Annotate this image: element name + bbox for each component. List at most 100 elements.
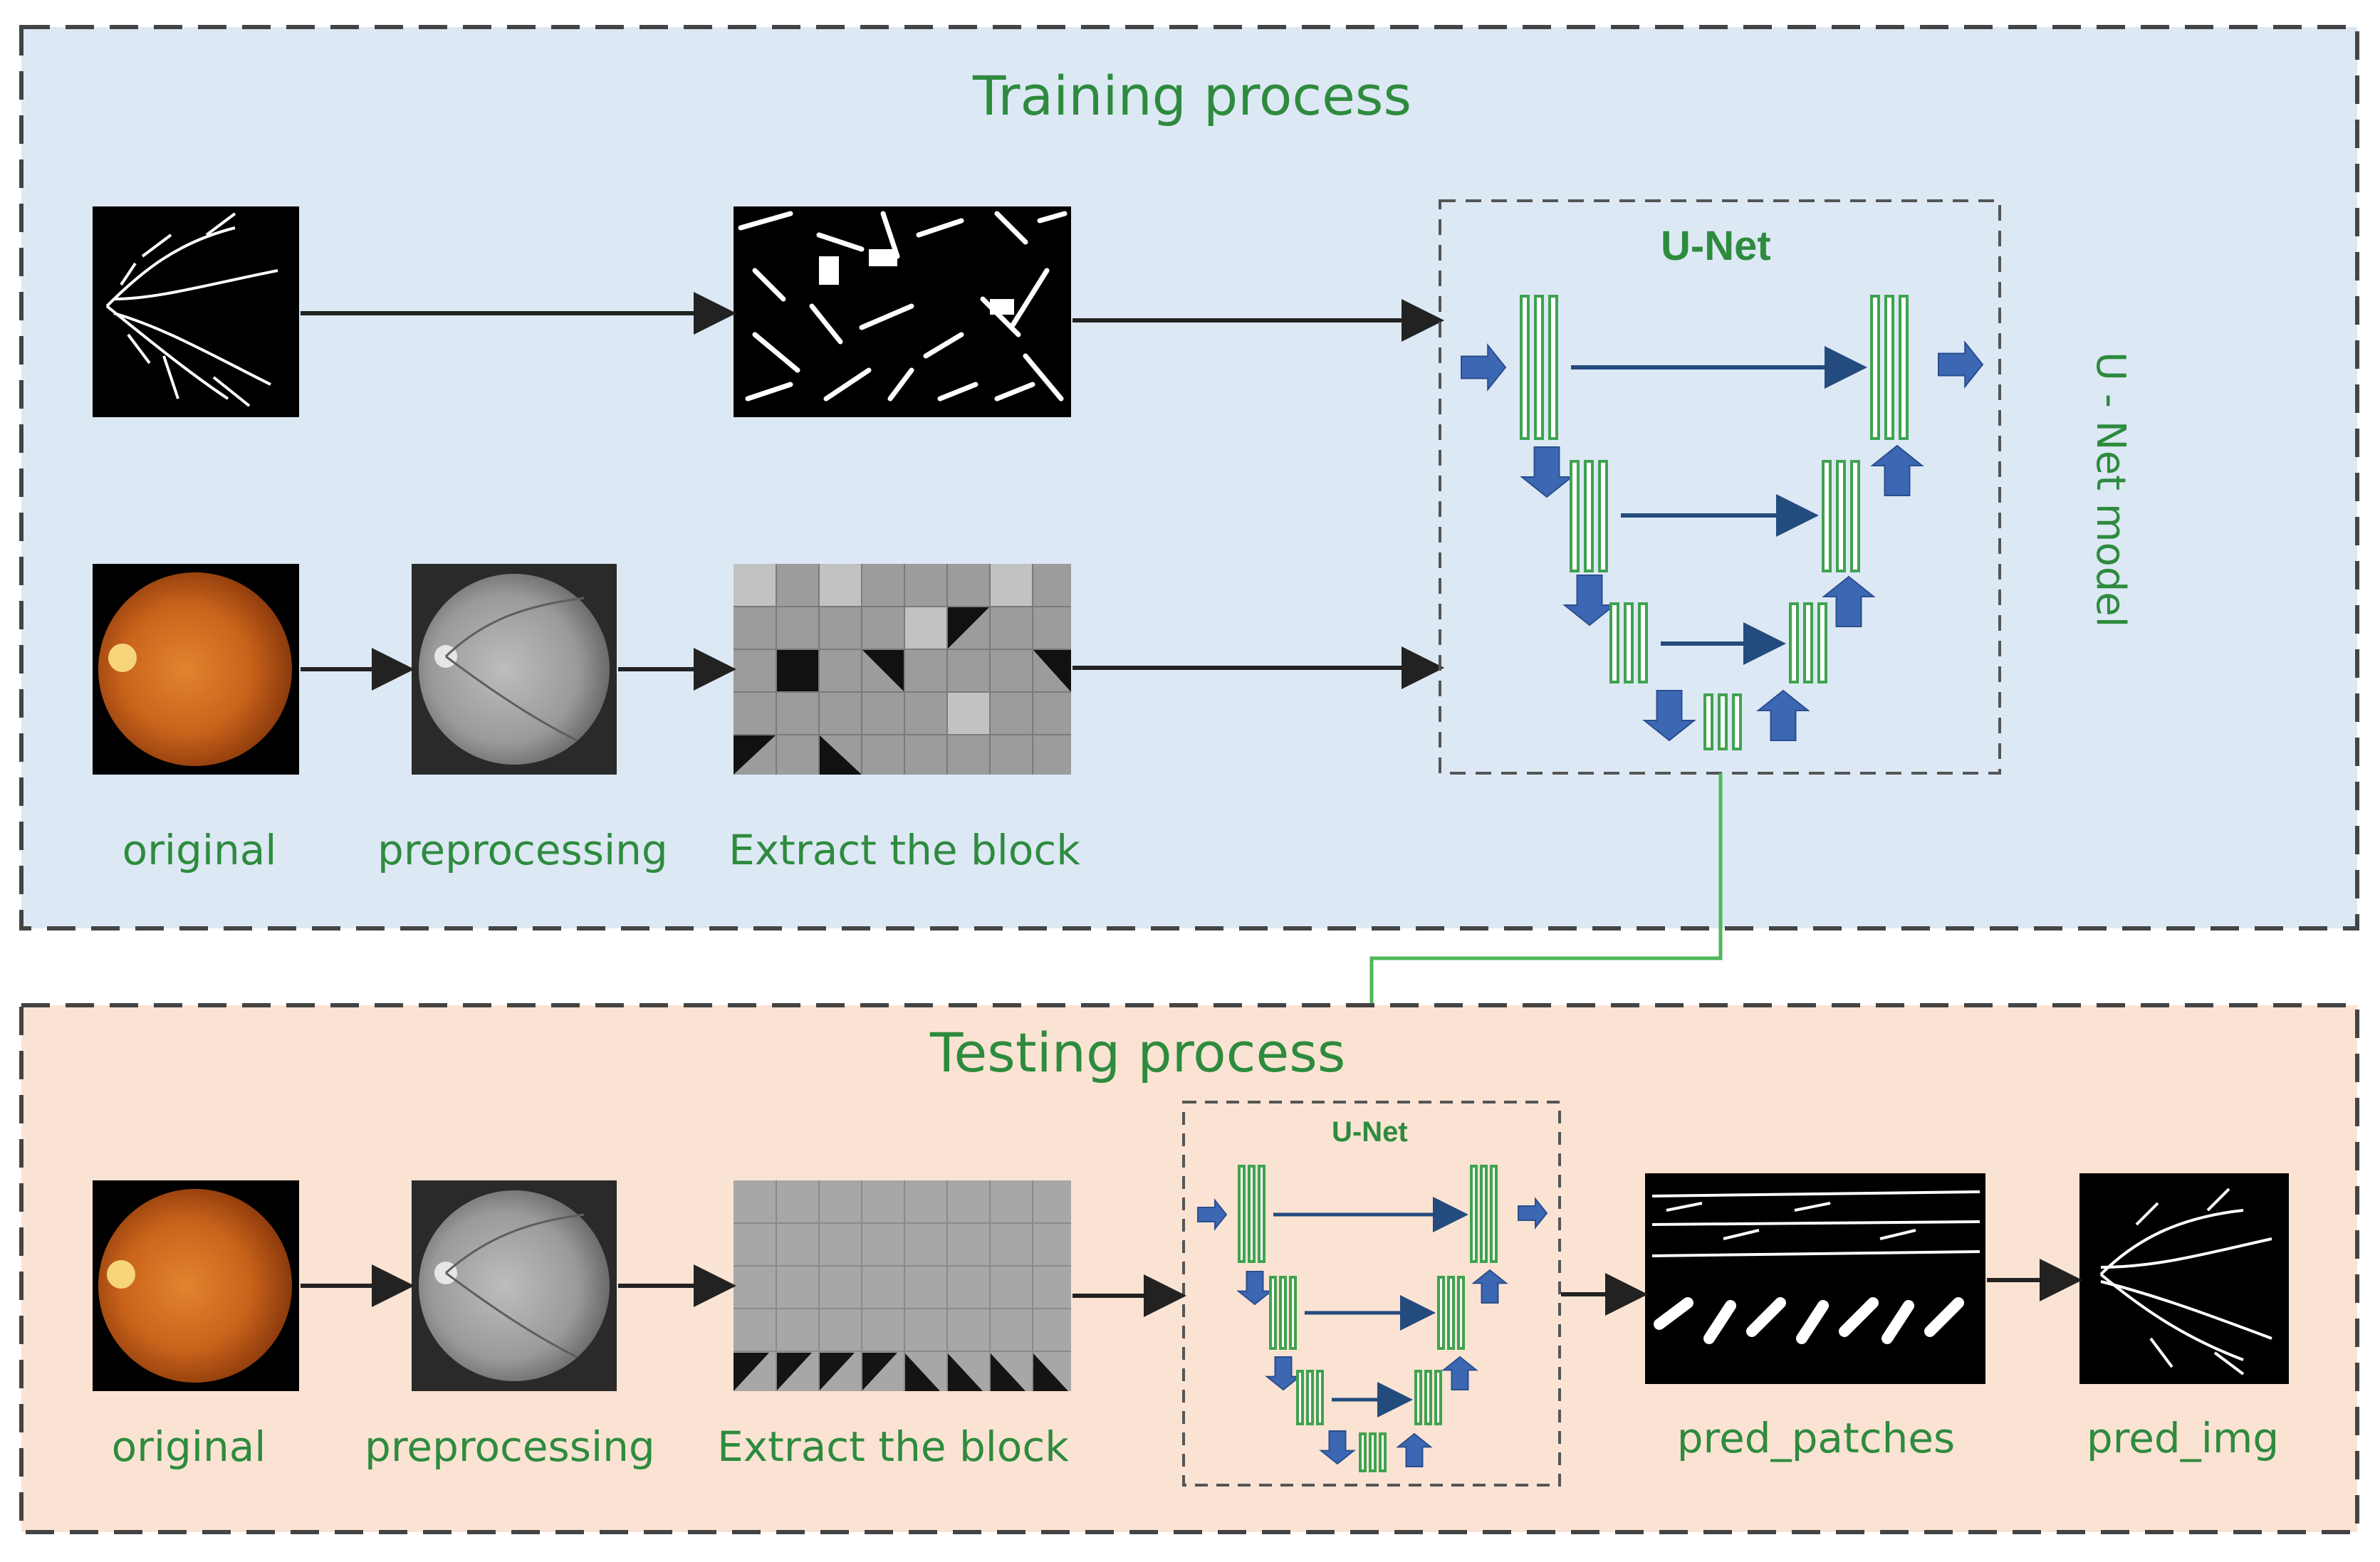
upsample-arrow-icon <box>1822 575 1876 627</box>
unet-block <box>1369 1432 1377 1472</box>
decoder-level-3 <box>1414 1370 1442 1425</box>
testing-caption-extract: Extract the block <box>717 1422 1069 1471</box>
output-arrow-icon <box>1518 1197 1548 1230</box>
unet-block <box>1248 1165 1256 1263</box>
unet-block <box>1447 1276 1455 1350</box>
training-title: Training process <box>973 64 1412 127</box>
training-gray-patches <box>734 564 1071 775</box>
unet-block <box>1359 1432 1367 1472</box>
encoder-level-2 <box>1269 1276 1297 1350</box>
unet-block <box>1238 1165 1246 1263</box>
encoder-level-2 <box>1570 460 1608 572</box>
unet-block <box>1609 602 1619 683</box>
unet-block <box>1520 295 1530 440</box>
upsample-arrow-icon <box>1396 1432 1433 1467</box>
unet-block <box>1269 1276 1277 1350</box>
unet-block <box>1480 1165 1488 1263</box>
decoder-level-1 <box>1470 1165 1498 1263</box>
upsample-arrow-icon <box>1471 1269 1508 1304</box>
unet-block <box>1850 460 1860 572</box>
testing-original-image <box>93 1180 299 1391</box>
unet-block <box>1534 295 1544 440</box>
unet-block <box>1836 460 1846 572</box>
unet-block <box>1899 295 1909 440</box>
unet-block <box>1870 295 1880 440</box>
training-label-patches <box>734 206 1071 417</box>
bottleneck <box>1359 1432 1387 1472</box>
unet-block <box>1789 602 1799 683</box>
unet-block <box>1548 295 1558 440</box>
unet-block <box>1584 460 1594 572</box>
downsample-arrow-icon <box>1642 690 1696 742</box>
testing-caption-pred-patches: pred_patches <box>1676 1414 1956 1462</box>
output-arrow-icon <box>1938 340 1984 389</box>
unet-block <box>1424 1370 1432 1425</box>
testing-pred-patches <box>1645 1173 1985 1384</box>
training-original-image <box>93 564 299 775</box>
downsample-arrow-icon <box>1520 446 1574 498</box>
training-caption-original: original <box>122 826 277 874</box>
training-unet-diagram <box>1461 295 1984 750</box>
unet-model-label: U - Net model <box>2087 352 2134 628</box>
unet-block <box>1316 1370 1324 1425</box>
downsample-arrow-icon <box>1265 1356 1302 1391</box>
upsample-arrow-icon <box>1756 689 1810 741</box>
downsample-arrow-icon <box>1319 1430 1356 1465</box>
training-caption-extract: Extract the block <box>729 826 1080 874</box>
testing-caption-pred-img: pred_img <box>2086 1414 2280 1462</box>
testing-gray-patches <box>734 1180 1071 1391</box>
unet-block <box>1379 1432 1387 1472</box>
downsample-arrow-icon <box>1562 575 1617 627</box>
unet-block <box>1598 460 1608 572</box>
encoder-level-1 <box>1520 295 1558 440</box>
decoder-level-1 <box>1870 295 1909 440</box>
decoder-level-2 <box>1822 460 1860 572</box>
decoder-level-3 <box>1789 602 1827 683</box>
input-arrow-icon <box>1461 343 1507 392</box>
unet-block <box>1306 1370 1314 1425</box>
bottleneck <box>1703 693 1742 750</box>
testing-unet-title: U-Net <box>1332 1116 1408 1148</box>
encoder-level-3 <box>1296 1370 1324 1425</box>
encoder-level-1 <box>1238 1165 1265 1263</box>
testing-pred-image <box>2079 1173 2289 1384</box>
unet-block <box>1803 602 1813 683</box>
training-arrows <box>301 292 1444 691</box>
unet-block <box>1490 1165 1498 1263</box>
unet-block <box>1570 460 1580 572</box>
unet-block <box>1732 693 1742 750</box>
unet-block <box>1258 1165 1265 1263</box>
unet-block <box>1822 460 1832 572</box>
unet-block <box>1624 602 1634 683</box>
unet-block <box>1434 1370 1442 1425</box>
unet-block <box>1817 602 1827 683</box>
unet-block <box>1884 295 1894 440</box>
unet-block <box>1289 1276 1297 1350</box>
testing-title: Testing process <box>930 1021 1346 1084</box>
unet-block <box>1703 693 1713 750</box>
training-label-image <box>93 206 299 417</box>
training-preprocessed-image <box>412 564 617 775</box>
unet-block <box>1437 1276 1445 1350</box>
unet-block <box>1457 1276 1465 1350</box>
testing-caption-preprocessing: preprocessing <box>365 1422 655 1471</box>
input-arrow-icon <box>1197 1198 1228 1231</box>
unet-block <box>1296 1370 1304 1425</box>
unet-block <box>1470 1165 1478 1263</box>
unet-block <box>1718 693 1728 750</box>
encoder-level-3 <box>1609 602 1648 683</box>
training-caption-preprocessing: preprocessing <box>377 826 668 874</box>
training-unet-title: U-Net <box>1661 223 1771 269</box>
testing-unet-diagram <box>1197 1165 1548 1472</box>
training-panel <box>19 25 2359 931</box>
upsample-arrow-icon <box>1441 1356 1478 1390</box>
decoder-level-2 <box>1437 1276 1465 1350</box>
downsample-arrow-icon <box>1236 1271 1273 1306</box>
upsample-arrow-icon <box>1870 444 1924 496</box>
unet-block <box>1279 1276 1287 1350</box>
unet-block <box>1414 1370 1422 1425</box>
testing-arrows <box>301 1259 2082 1317</box>
unet-block <box>1638 602 1648 683</box>
testing-preprocessed-image <box>412 1180 617 1391</box>
